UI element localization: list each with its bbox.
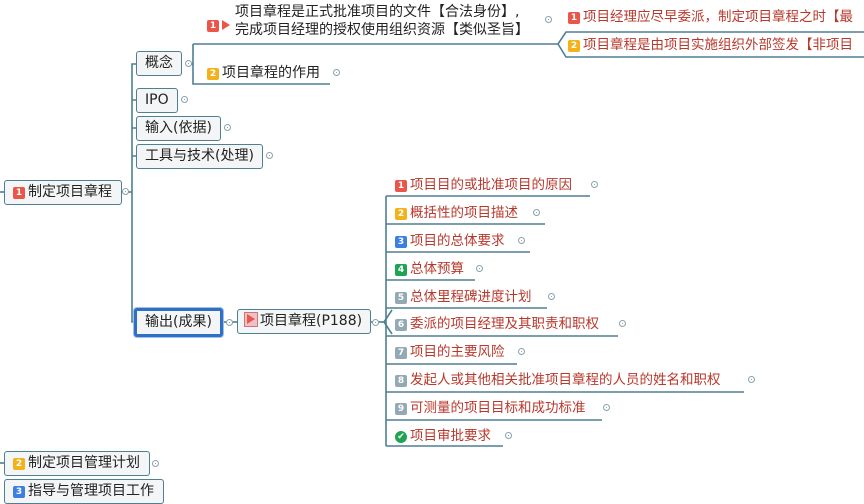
collapse-toggle[interactable] [545,16,552,23]
priority-9-icon: 9 [395,403,407,415]
priority-3-icon: 3 [13,486,25,498]
priority-2-icon: 2 [207,68,219,80]
expand-toggle[interactable] [505,432,512,439]
branch-output[interactable]: 输出(成果) [134,308,223,337]
expand-toggle[interactable] [748,376,755,383]
priority-4-icon: 4 [395,264,407,276]
priority-8-icon: 8 [395,375,407,387]
expand-toggle[interactable] [548,293,555,300]
priority-5-icon: 5 [395,292,407,304]
priority-3-icon: 3 [395,236,407,248]
list-item[interactable]: ✔项目审批要求 [395,427,491,445]
charter-node[interactable]: 项目章程(P188) [237,309,372,334]
expand-toggle[interactable] [224,124,231,131]
flag-icon [244,312,258,327]
expand-toggle[interactable] [476,265,483,272]
priority-1-icon: 1 [395,180,407,192]
priority-2-icon: 2 [568,40,580,52]
concept-definition[interactable]: 项目章程是正式批准项目的文件【合法身份】, 完成项目经理的授权使用组织资源【类似… [235,4,529,38]
expand-toggle[interactable] [591,181,598,188]
expand-toggle[interactable] [152,460,159,467]
branch-input[interactable]: 输入(依据) [136,116,221,141]
expand-toggle[interactable] [603,404,610,411]
expand-toggle[interactable] [181,96,188,103]
branch-ipo[interactable]: IPO [136,88,178,113]
root-label: 制定项目章程 [28,184,112,200]
marker-group: 1 [207,14,234,33]
priority-2-icon: 2 [13,458,25,470]
collapse-toggle[interactable] [372,319,379,326]
check-icon: ✔ [395,431,407,443]
priority-1-icon: 1 [207,20,219,32]
expand-toggle[interactable] [619,320,626,327]
expand-toggle[interactable] [333,69,340,76]
branch-concept[interactable]: 概念 [136,51,182,76]
branch-tools[interactable]: 工具与技术(处理) [136,144,263,169]
priority-2-icon: 2 [395,208,407,220]
expand-toggle[interactable] [518,237,525,244]
expand-toggle[interactable] [266,152,273,159]
priority-1-icon: 1 [568,12,580,24]
collapse-toggle[interactable] [185,60,192,67]
collapse-toggle[interactable] [122,188,129,195]
priority-7-icon: 7 [395,347,407,359]
collapse-toggle[interactable] [226,319,233,326]
expand-toggle[interactable] [533,209,540,216]
flag-icon [222,20,230,30]
priority-1-icon: 1 [13,187,25,199]
expand-toggle[interactable] [518,348,525,355]
priority-6-icon: 6 [395,319,407,331]
